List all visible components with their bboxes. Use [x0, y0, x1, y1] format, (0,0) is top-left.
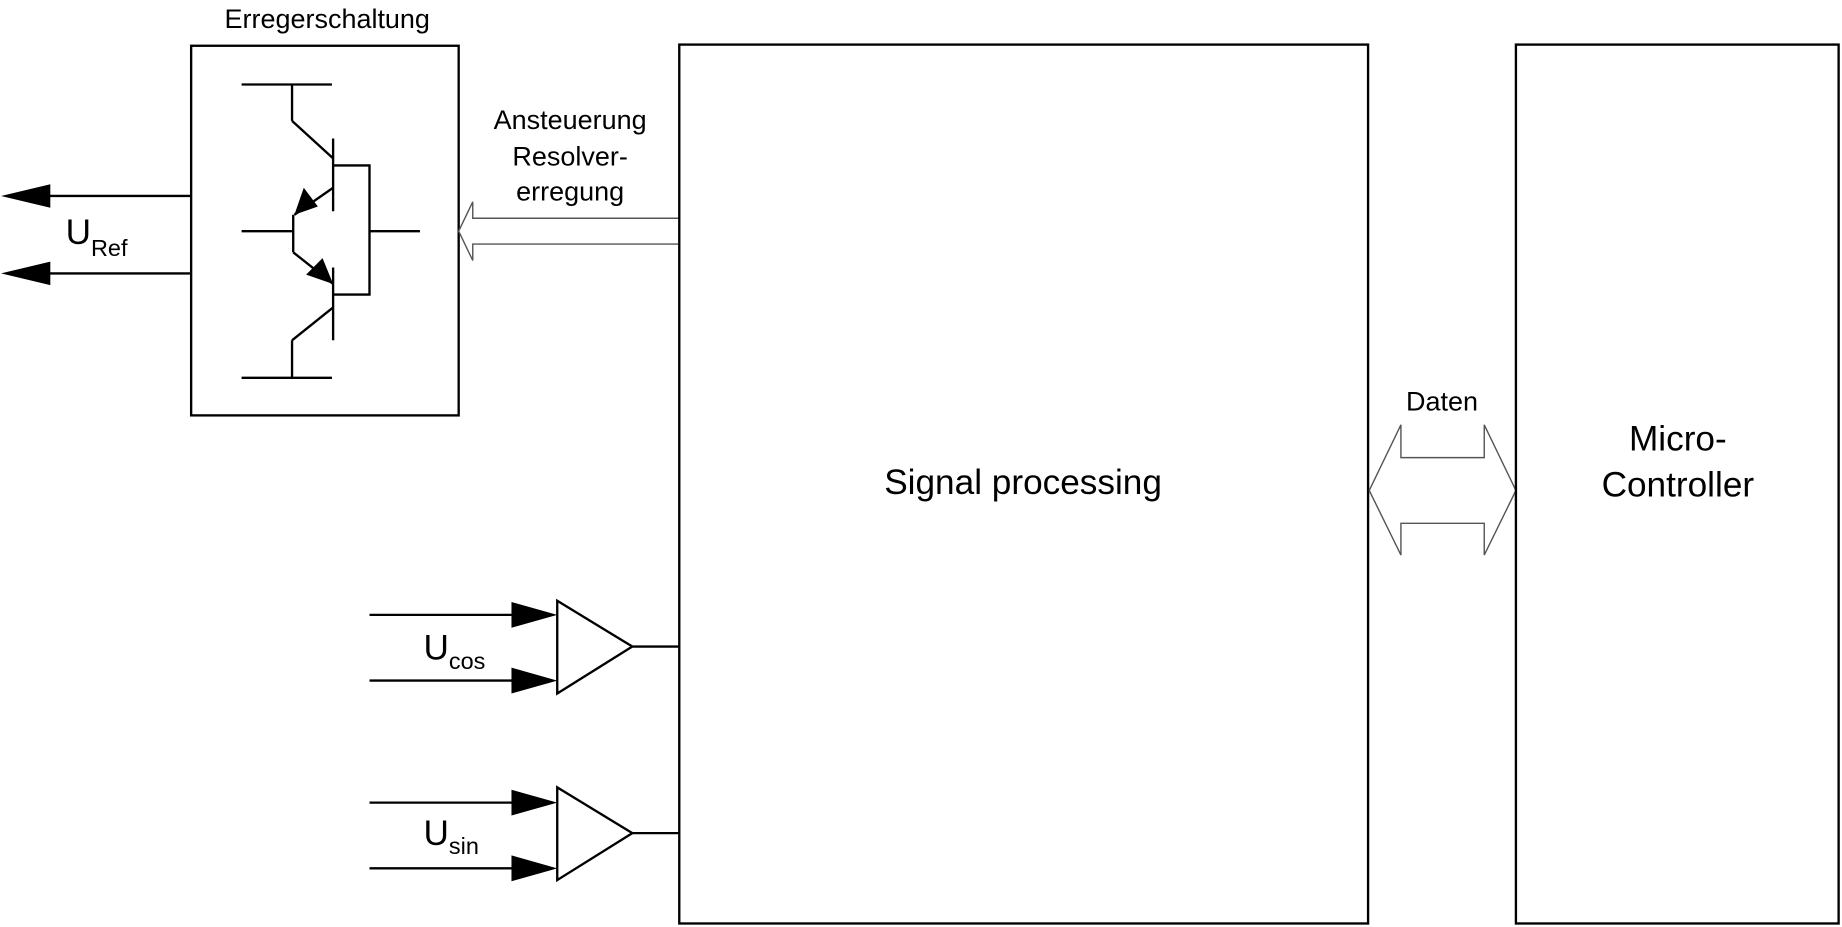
microcontroller-label-line1: Micro-	[1629, 420, 1727, 459]
uref-label: URef	[66, 213, 128, 261]
cos-amplifier	[369, 598, 680, 696]
control-label-line3: erregung	[516, 177, 624, 207]
usin-label: Usin	[423, 814, 478, 859]
uref-output-arrows	[1, 184, 190, 286]
sin-amplifier	[369, 785, 680, 883]
excitation-title: Erregerschaltung	[225, 4, 430, 34]
ucos-label: Ucos	[423, 628, 485, 673]
microcontroller-label-line2: Controller	[1602, 465, 1755, 504]
signal-processing-box	[678, 43, 1370, 925]
push-pull-transistor-icon	[241, 83, 420, 380]
data-bus-label: Daten	[1406, 387, 1478, 417]
control-label-line2: Resolver-	[512, 141, 627, 171]
microcontroller-box	[1514, 43, 1840, 925]
data-bus-arrow	[1368, 424, 1517, 556]
signal-processing-label: Signal processing	[884, 463, 1162, 502]
control-arrow	[457, 201, 680, 261]
control-label-line1: Ansteuerung	[494, 105, 647, 135]
